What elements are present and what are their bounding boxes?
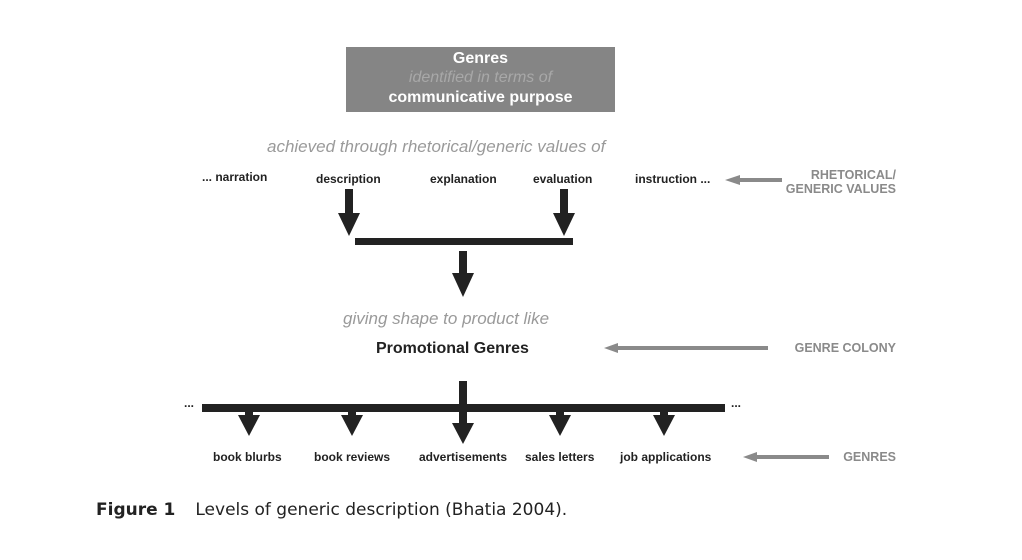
level1-connector: achieved through rhetorical/generic valu… [267,137,606,156]
genre-sales-letters: sales letters [525,450,595,464]
genres-subtitle: identified in terms of [408,69,553,86]
genre-advertisements: advertisements [419,450,508,464]
figure-caption: Figure 1 Levels of generic description (B… [96,500,567,520]
arrow-down-description [338,189,360,236]
value-narration: ... narration [202,170,268,184]
genres-box: Genres identified in terms of communicat… [346,47,615,112]
trailing-ellipsis: ... [731,396,742,410]
genre-book-reviews: book reviews [314,450,391,464]
side-label-genre-colony: GENRE COLONY [794,341,896,355]
arrow-down-job-applications [653,412,675,436]
side-label-line2: GENERIC VALUES [785,182,896,196]
leading-ellipsis: ... [184,396,195,410]
arrow-down-book-reviews [341,412,363,436]
side-label-genres: GENRES [843,450,896,464]
arrow-down-evaluation [553,189,575,236]
arrow-down-to-colony [452,251,474,297]
arrow-left-genre-colony [604,343,768,353]
genres-title: Genres [452,50,509,67]
value-description: description [316,172,381,186]
arrow-down-sales-letters [549,412,571,436]
caption-text: Levels of generic description (Bhatia 20… [195,500,568,520]
arrow-left-rhetorical [725,175,782,185]
arrow-down-advertisements [452,381,474,444]
genres-purpose: communicative purpose [388,89,573,106]
value-explanation: explanation [430,172,497,186]
value-instruction: instruction ... [635,172,711,186]
value-evaluation: evaluation [533,172,593,186]
arrow-down-book-blurbs [238,412,260,436]
genre-job-applications: job applications [620,450,712,464]
caption-label: Figure 1 [96,500,176,520]
arrow-left-genres [743,452,829,462]
merge-bar [355,238,573,245]
genre-book-blurbs: book blurbs [213,450,282,464]
level2-connector: giving shape to product like [343,309,550,328]
side-label-line1: RHETORICAL/ [810,168,896,182]
promotional-genres: Promotional Genres [376,340,529,357]
side-label-rhetorical: RHETORICAL/ GENERIC VALUES [786,168,896,196]
